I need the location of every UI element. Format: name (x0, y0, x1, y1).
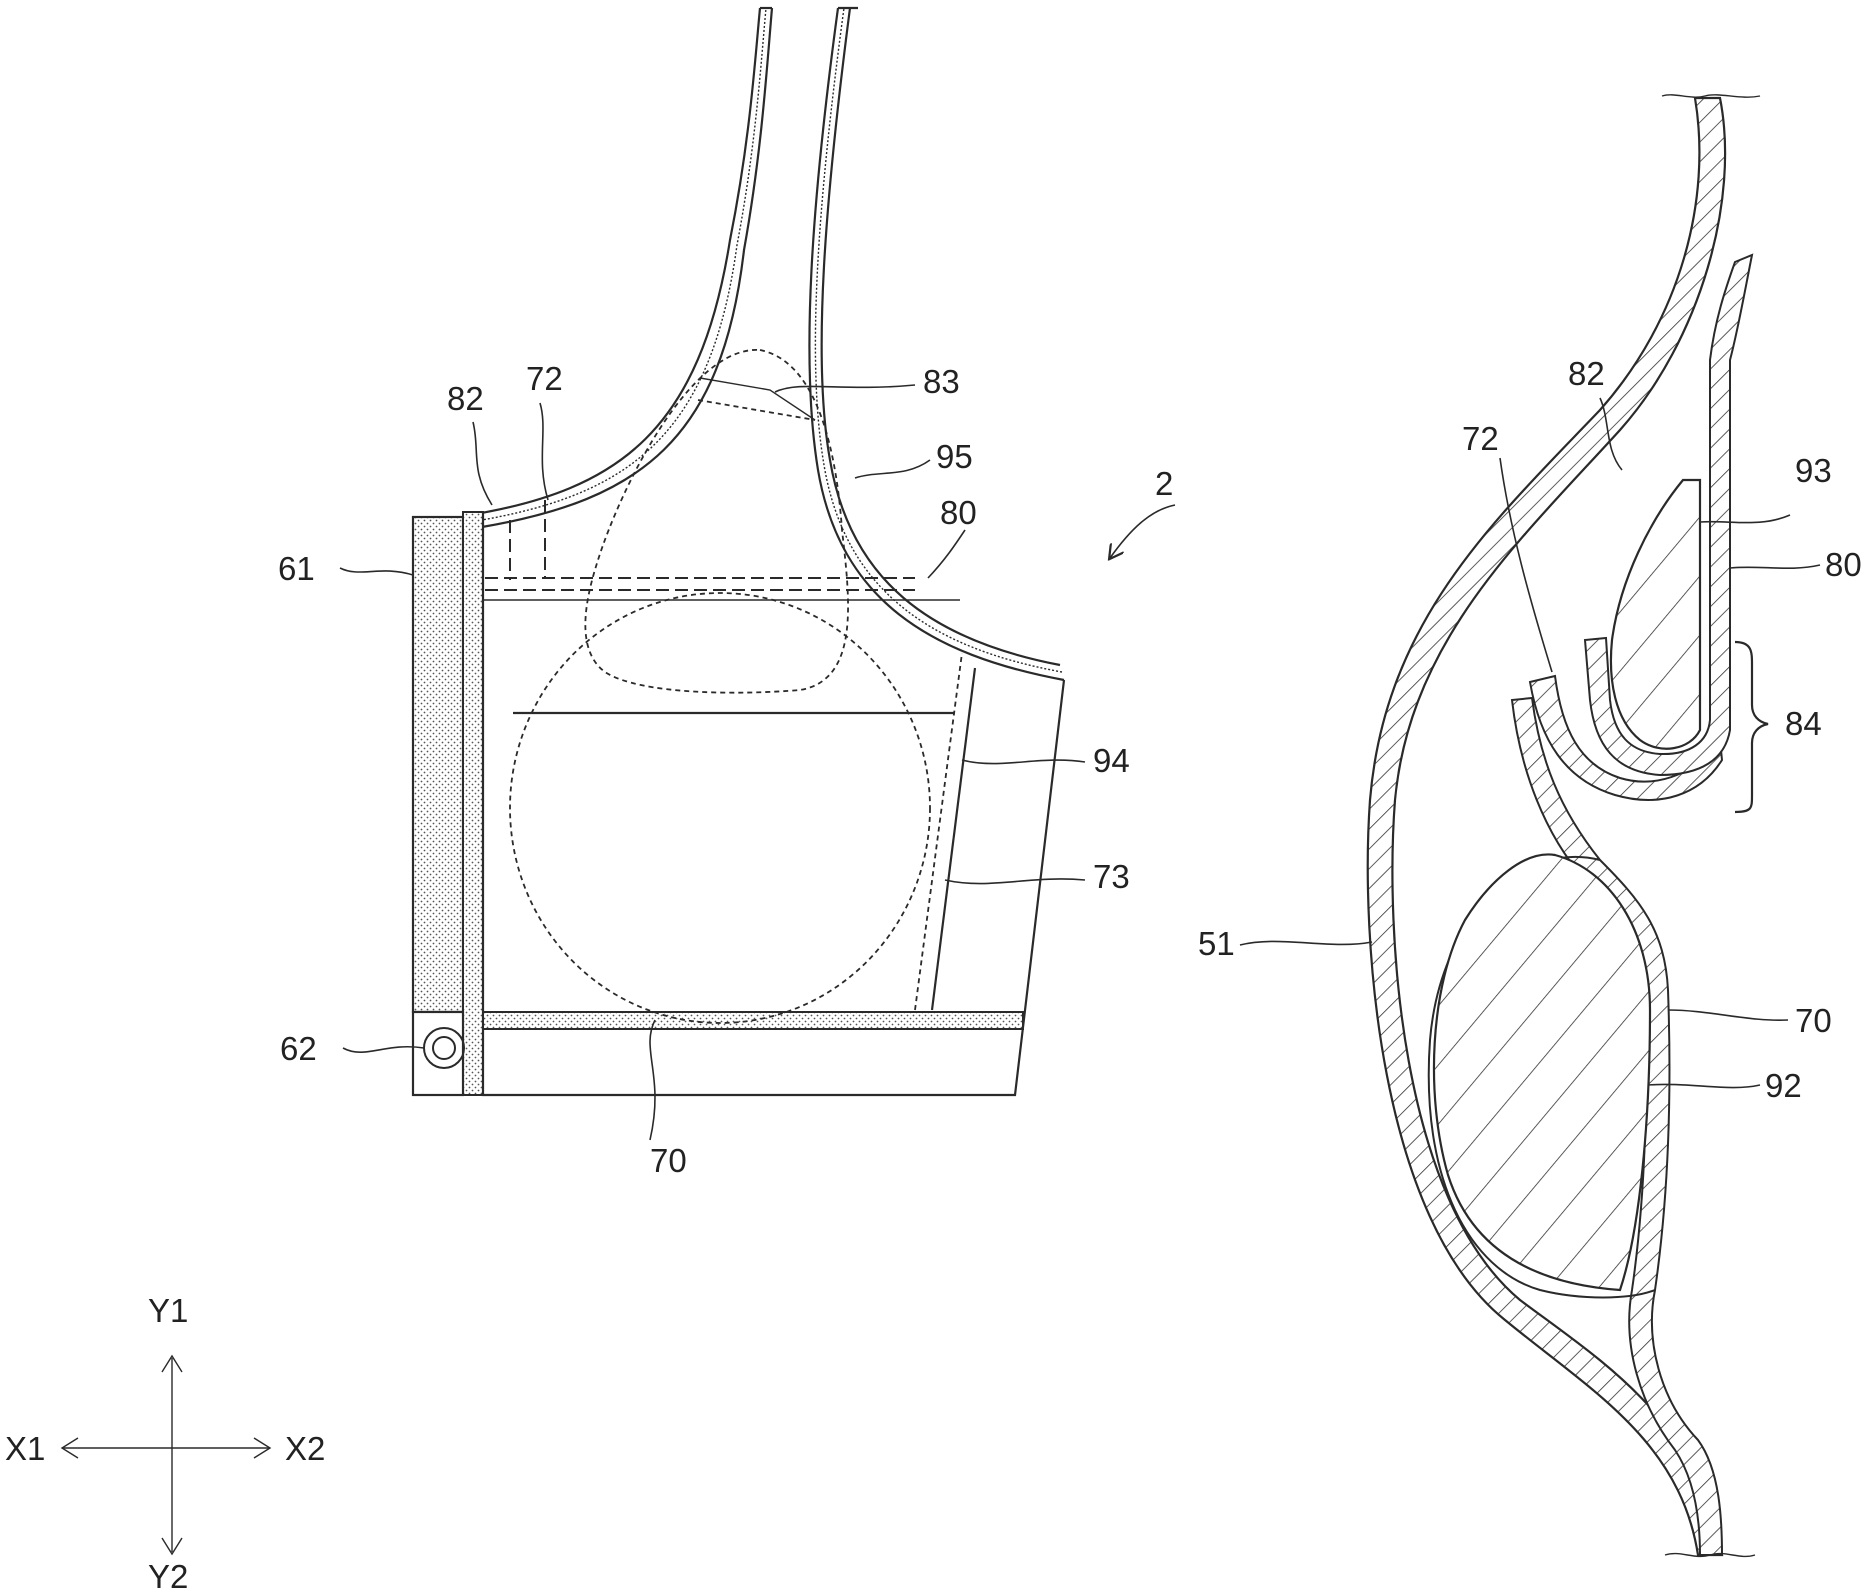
label-70-s: 70 (1795, 1002, 1832, 1039)
hook-tape-edge (462, 511, 484, 1096)
leader-82 (472, 421, 493, 506)
leader-80 (927, 529, 966, 579)
label-72: 72 (526, 360, 563, 397)
label-2: 2 (1155, 465, 1173, 502)
label-80: 80 (940, 494, 977, 531)
hook-ring-inner (432, 1036, 456, 1060)
section-view: 51 82 72 93 80 84 70 92 (1198, 94, 1862, 1558)
bracket-84 (1734, 640, 1769, 814)
leader-95 (854, 459, 931, 479)
leader-70-s (1667, 1009, 1789, 1022)
pad-95-top-solid (699, 377, 816, 421)
label-84: 84 (1785, 705, 1822, 742)
axis-label-y1: Y1 (148, 1292, 188, 1329)
leader-62 (342, 1046, 425, 1053)
label-62: 62 (280, 1030, 317, 1067)
label-82: 82 (447, 380, 484, 417)
leader-93 (1699, 514, 1791, 524)
axis-indicator: Y1 Y2 X1 X2 (5, 1292, 325, 1595)
label-82-s: 82 (1568, 355, 1605, 392)
break-bottom (1664, 1552, 1756, 1558)
label-61: 61 (278, 550, 315, 587)
hook-tape-61 (411, 515, 465, 1014)
arrow-right-icon (253, 1437, 272, 1459)
pad-92 (1432, 853, 1652, 1292)
pad-95-outline (584, 349, 849, 694)
label-94: 94 (1093, 742, 1130, 779)
hook-box-62 (411, 1010, 465, 1097)
label-51: 51 (1198, 925, 1235, 962)
label-72-s: 72 (1462, 420, 1499, 457)
leader-73 (944, 878, 1086, 885)
label-70: 70 (650, 1142, 687, 1179)
axis-label-x2: X2 (285, 1430, 325, 1467)
label-92: 92 (1765, 1067, 1802, 1104)
arrow-up-icon (161, 1354, 183, 1373)
label-95: 95 (936, 438, 973, 475)
pad-95-top (697, 399, 816, 421)
leader-80-s (1729, 564, 1821, 570)
shoulder-strap (469, 6, 1065, 682)
leader-61 (339, 567, 414, 576)
outer-layer-51 (1366, 96, 1727, 1557)
arrow-left-icon (60, 1437, 79, 1459)
arrow-down-icon (161, 1537, 183, 1556)
leader-94 (961, 759, 1086, 765)
axis-label-x1: X1 (5, 1430, 45, 1467)
pad-94-outline (509, 592, 931, 1024)
axis-label-y2: Y2 (148, 1558, 188, 1595)
label-80-s: 80 (1825, 546, 1862, 583)
leader-82-s (1599, 397, 1623, 471)
leader-72-s (1499, 457, 1553, 673)
break-top (1661, 94, 1761, 98)
label-73: 73 (1093, 858, 1130, 895)
label-93: 93 (1795, 452, 1832, 489)
front-view: 61 62 82 72 83 95 80 2 94 73 70 (278, 6, 1176, 1179)
body-panel (481, 512, 1066, 1097)
leader-72 (539, 402, 549, 501)
pad-93 (1609, 478, 1702, 750)
pocket-80 (1583, 253, 1754, 777)
leader-2-arrow (1110, 504, 1176, 558)
leader-92 (1647, 1083, 1761, 1089)
label-83: 83 (923, 363, 960, 400)
leader-70 (649, 1019, 656, 1141)
leader-83 (774, 384, 916, 393)
leader-51 (1239, 940, 1373, 946)
